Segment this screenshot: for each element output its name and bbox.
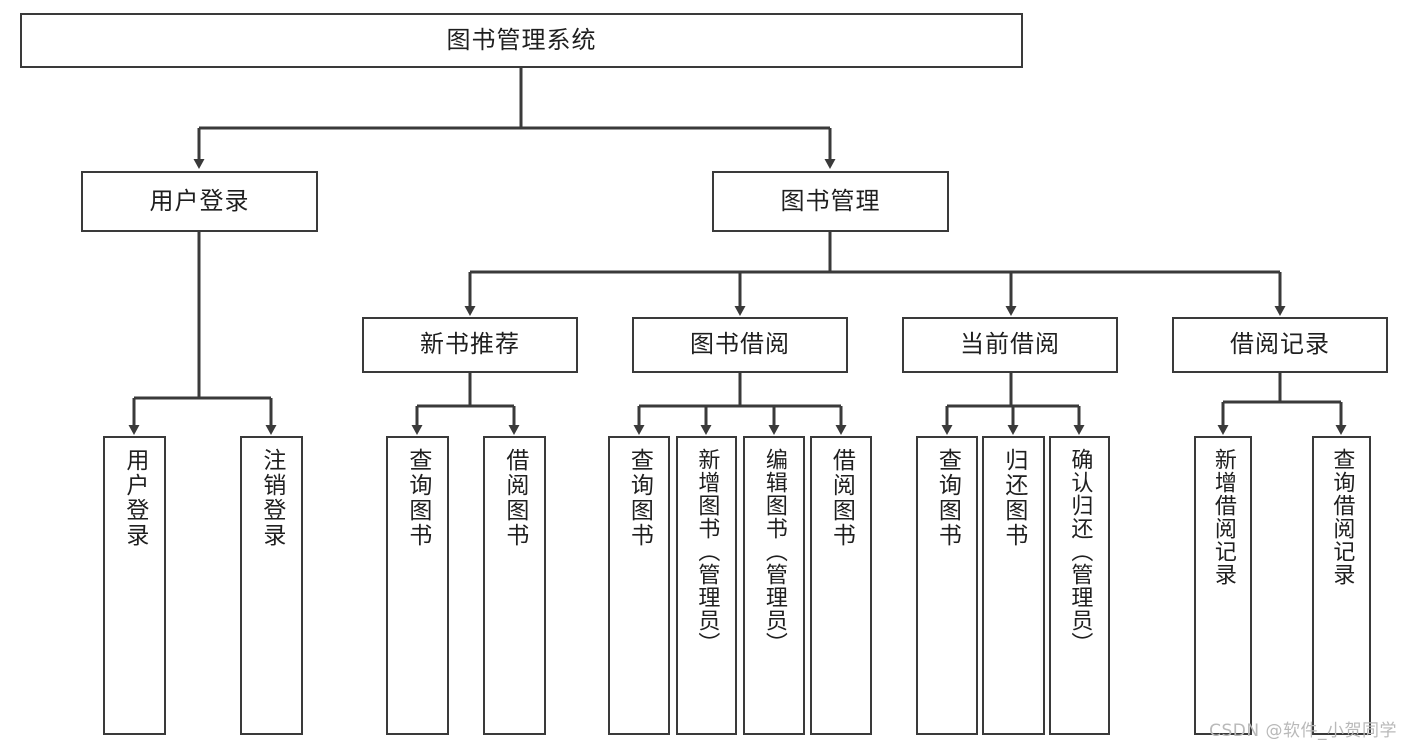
node-book-manage-label: 图书管理 bbox=[780, 186, 881, 215]
node-leaf-user-logout-label: 注销登录 bbox=[258, 448, 285, 548]
node-borrow-record-label: 借阅记录 bbox=[1230, 330, 1330, 359]
node-leaf-add-book-label: 新增图书（管理员） bbox=[694, 448, 720, 655]
node-root[interactable]: 图书管理系统 bbox=[20, 13, 1023, 68]
node-leaf-borrow-book-1[interactable]: 借阅图书 bbox=[483, 436, 546, 735]
node-leaf-query-book-2-label: 查询图书 bbox=[626, 448, 653, 548]
node-leaf-query-record[interactable]: 查询借阅记录 bbox=[1312, 436, 1371, 735]
node-leaf-user-login-label: 用户登录 bbox=[121, 448, 148, 548]
node-leaf-confirm-return[interactable]: 确认归还（管理员） bbox=[1049, 436, 1110, 735]
node-leaf-return-book-label: 归还图书 bbox=[1000, 448, 1027, 548]
node-leaf-add-book[interactable]: 新增图书（管理员） bbox=[676, 436, 737, 735]
node-current-borrow-label: 当前借阅 bbox=[960, 330, 1060, 359]
node-leaf-confirm-return-label: 确认归还（管理员） bbox=[1067, 448, 1093, 655]
node-leaf-borrow-book-2[interactable]: 借阅图书 bbox=[810, 436, 872, 735]
node-leaf-add-record[interactable]: 新增借阅记录 bbox=[1194, 436, 1252, 735]
node-leaf-query-book-2[interactable]: 查询图书 bbox=[608, 436, 670, 735]
node-leaf-add-record-label: 新增借阅记录 bbox=[1210, 448, 1236, 586]
node-book-manage[interactable]: 图书管理 bbox=[712, 171, 949, 232]
node-leaf-borrow-book-1-label: 借阅图书 bbox=[501, 448, 528, 548]
node-current-borrow[interactable]: 当前借阅 bbox=[902, 317, 1118, 373]
watermark: CSDN @软件_小贺同学 bbox=[1209, 721, 1397, 741]
node-leaf-edit-book-label: 编辑图书（管理员） bbox=[761, 448, 787, 655]
node-leaf-query-record-label: 查询借阅记录 bbox=[1329, 448, 1355, 586]
node-book-borrow[interactable]: 图书借阅 bbox=[632, 317, 848, 373]
node-user-login-label: 用户登录 bbox=[149, 186, 250, 215]
node-leaf-query-book-3-label: 查询图书 bbox=[934, 448, 961, 548]
node-new-book-recommend-label: 新书推荐 bbox=[420, 330, 520, 359]
node-leaf-user-login[interactable]: 用户登录 bbox=[103, 436, 166, 735]
node-leaf-query-book-3[interactable]: 查询图书 bbox=[916, 436, 978, 735]
node-book-borrow-label: 图书借阅 bbox=[690, 330, 790, 359]
node-borrow-record[interactable]: 借阅记录 bbox=[1172, 317, 1388, 373]
node-leaf-borrow-book-2-label: 借阅图书 bbox=[828, 448, 855, 548]
node-user-login[interactable]: 用户登录 bbox=[81, 171, 318, 232]
node-leaf-return-book[interactable]: 归还图书 bbox=[982, 436, 1045, 735]
node-root-label: 图书管理系统 bbox=[446, 25, 597, 54]
node-leaf-query-book-1-label: 查询图书 bbox=[404, 448, 431, 548]
node-leaf-query-book-1[interactable]: 查询图书 bbox=[386, 436, 449, 735]
node-leaf-edit-book[interactable]: 编辑图书（管理员） bbox=[743, 436, 805, 735]
node-leaf-user-logout[interactable]: 注销登录 bbox=[240, 436, 303, 735]
node-new-book-recommend[interactable]: 新书推荐 bbox=[362, 317, 578, 373]
